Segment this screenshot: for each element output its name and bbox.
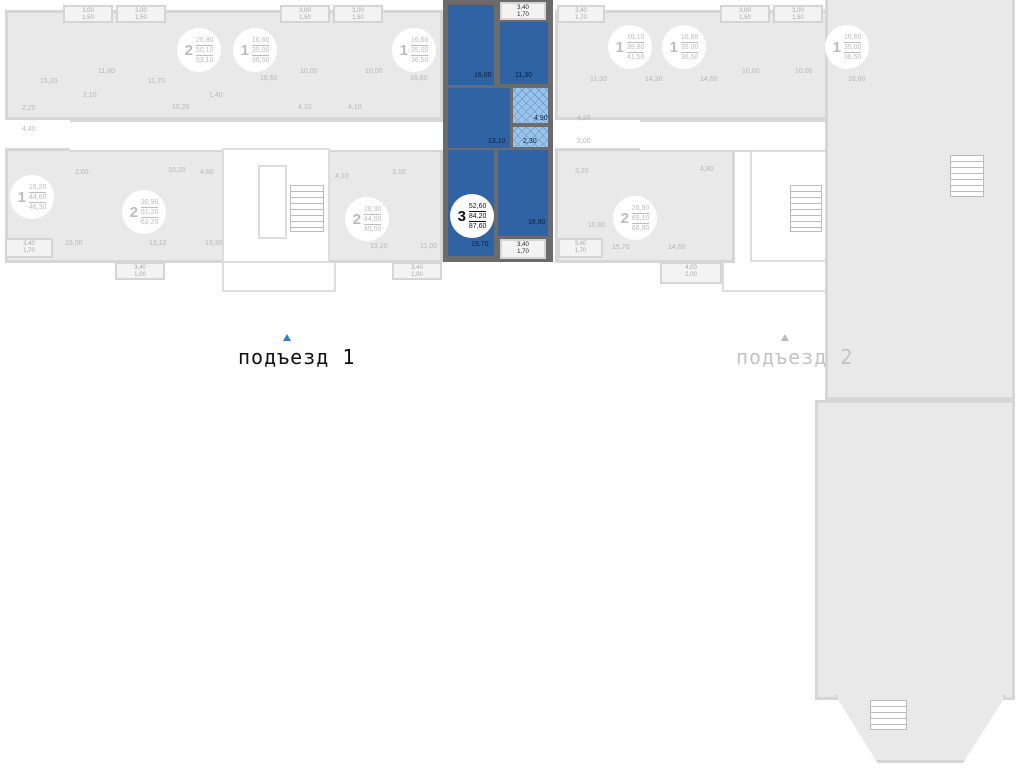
room-area: 4,10 (298, 104, 312, 111)
room-area: 4,10 (348, 104, 362, 111)
room-area: 2,00 (577, 138, 591, 145)
porch-left (222, 262, 336, 292)
room-area: 19,70 (471, 241, 489, 248)
room-area: 16,60 (260, 75, 278, 82)
room-hall (448, 88, 510, 148)
room-area: 4,10 (335, 173, 349, 180)
room-area: 4,90 (534, 115, 548, 122)
room-area: 11,30 (590, 76, 607, 83)
wing-left (5, 10, 443, 120)
entrance-1-arrow-icon (283, 334, 291, 341)
commercial-tip (835, 695, 1006, 763)
room-area: 16,00 (474, 72, 492, 79)
room-area: 2,10 (83, 92, 97, 99)
commercial-block-lower (815, 400, 1015, 700)
room-area: 15,20 (40, 78, 58, 85)
room-area: 4,60 (200, 169, 214, 176)
room-area: 10,00 (365, 68, 383, 75)
entrance-1-label[interactable]: подъезд 1 (238, 345, 356, 369)
room-area: 13,10 (149, 240, 167, 247)
room-area: 14,30 (645, 76, 663, 83)
room-area: 13,30 (205, 240, 223, 247)
room-area: 16,60 (410, 75, 428, 82)
room-area: 4,40 (22, 126, 36, 133)
room-area: 2,00 (75, 169, 89, 176)
room-area: 16,90 (528, 219, 546, 226)
room-area: 11,70 (148, 78, 165, 85)
corridor-right (640, 120, 855, 152)
room-area: 10,00 (300, 68, 318, 75)
room-area: 14,60 (700, 76, 718, 83)
room-area: 2,20 (22, 105, 36, 112)
entrance-2-arrow-icon (781, 334, 789, 341)
stairs (870, 700, 907, 730)
room-bedroom (448, 5, 494, 85)
room-area: 10,00 (742, 68, 760, 75)
room-area: 13,10 (488, 138, 506, 145)
room-area: 15,70 (612, 244, 630, 251)
room-area: 14,60 (668, 244, 686, 251)
room-area: 16,60 (848, 76, 866, 83)
room-area: 2,30 (523, 138, 537, 145)
room-area: 10,20 (168, 167, 186, 174)
room-area: 15,00 (65, 240, 83, 247)
room-area: 13,20 (370, 243, 388, 250)
entrance-2-label[interactable]: подъезд 2 (736, 345, 854, 369)
elevator (258, 165, 287, 239)
room-area: 11,00 (420, 243, 437, 250)
room-kitchen (500, 22, 548, 84)
stairs (290, 185, 324, 232)
room-area: 4,80 (700, 166, 714, 173)
room-bedroom-2 (498, 150, 548, 236)
room-area: 11,30 (515, 72, 532, 79)
room-area: 1,40 (209, 92, 223, 99)
stairs (790, 185, 822, 232)
room-area: 3,10 (392, 169, 406, 176)
room-area: 11,80 (98, 68, 115, 75)
room-area: 4,20 (577, 115, 591, 122)
room-area: 3,20 (575, 168, 589, 175)
room-area: 10,00 (795, 68, 813, 75)
room-area: 10,20 (172, 104, 190, 111)
room-bathroom (513, 88, 548, 123)
stairs (950, 155, 984, 197)
porch-right (722, 262, 834, 292)
room-area: 10,80 (588, 222, 606, 229)
room-toilet (513, 127, 548, 147)
